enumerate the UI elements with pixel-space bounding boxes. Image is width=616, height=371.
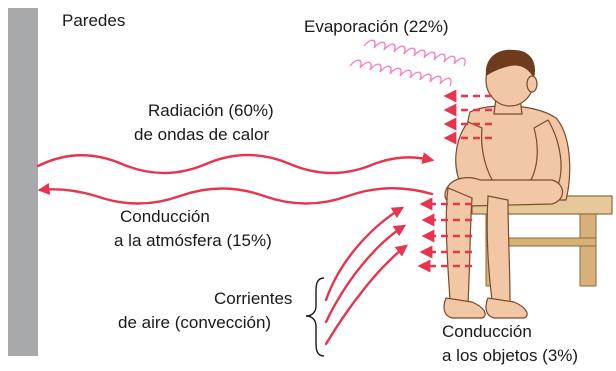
conduction-objects-label-line2: a los objetos (3%) — [442, 346, 578, 365]
evaporation-arrows — [443, 89, 492, 145]
radiation-label-line2: de ondas de calor — [134, 125, 269, 144]
convection-label-line1: Corrientes — [214, 289, 292, 308]
evaporation-coils — [349, 39, 466, 87]
convection-arrows — [324, 206, 408, 346]
wall — [8, 8, 38, 356]
walls-label: Paredes — [62, 11, 125, 30]
conduction-objects-arrows — [417, 197, 472, 273]
evaporation-label: Evaporación (22%) — [304, 17, 449, 36]
conduction-air-arrow — [37, 182, 434, 205]
convection-label-line2: de aire (convección) — [118, 313, 271, 332]
radiation-label-line1: Radiación (60%) — [148, 101, 274, 120]
conduction-air-label-line1: Conducción — [120, 207, 210, 226]
radiation-arrow — [36, 152, 435, 175]
seated-person — [443, 49, 571, 319]
conduction-objects-label-line1: Conducción — [442, 322, 532, 341]
conduction-air-label-line2: a la atmósfera (15%) — [114, 231, 272, 250]
convection-brace — [305, 277, 325, 357]
